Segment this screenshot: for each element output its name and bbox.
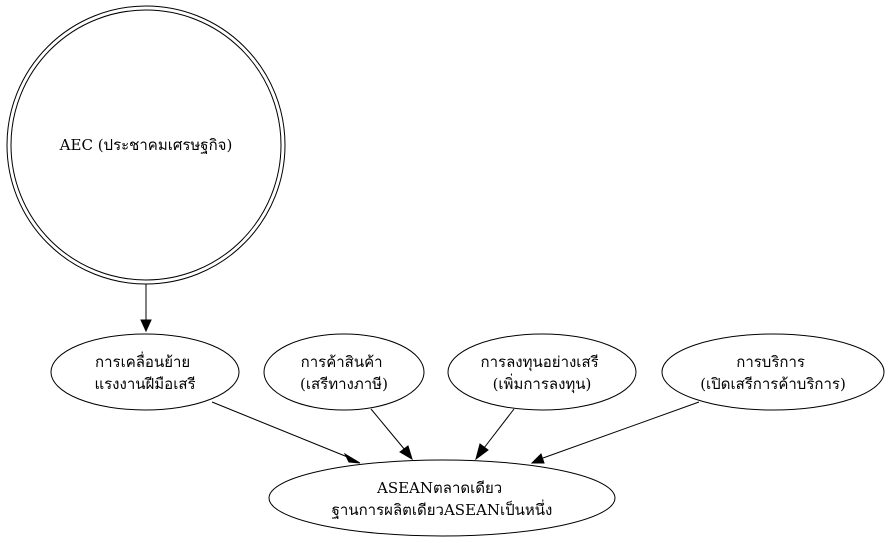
node-aec-label: AEC (ประชาคมเศรษฐกิจ)	[59, 136, 233, 154]
node-asean-label: ASEANตลาดเดียว ฐานการผลิตเดียวASEANเป็นห…	[332, 479, 553, 519]
node-services: การบริการ (เปิดเสรีการค้าบริการ)	[661, 333, 885, 411]
node-aec: AEC (ประชาคมเศรษฐกิจ)	[6, 5, 286, 285]
node-services-label: การบริการ (เปิดเสรีการค้าบริการ)	[700, 353, 846, 393]
node-goods-trade-label: การค้าสินค้า (เสรีทางภาษี)	[300, 353, 388, 393]
edge-goods-trade-to-asean	[370, 408, 413, 461]
node-asean-single-market: ASEANตลาดเดียว ฐานการผลิตเดียวASEANเป็นห…	[268, 459, 616, 537]
node-investment-label: การลงทุนอย่างเสรี (เพิ่มการลงทุน)	[481, 353, 604, 394]
node-skilled-labour: การเคลื่อนย้าย แรงงานฝีมือเสรี	[50, 333, 240, 411]
node-skilled-labour-label: การเคลื่อนย้าย แรงงานฝีมือเสรี	[94, 351, 195, 393]
node-investment: การลงทุนอย่างเสรี (เพิ่มการลงทุน)	[447, 333, 637, 411]
node-goods-trade: การค้าสินค้า (เสรีทางภาษี)	[263, 333, 425, 411]
edge-skilled-labour-to-asean	[211, 401, 361, 464]
edge-services-to-asean	[530, 401, 700, 464]
edge-aec-to-skilled-labour	[140, 284, 152, 333]
edge-investment-to-asean	[475, 408, 515, 461]
